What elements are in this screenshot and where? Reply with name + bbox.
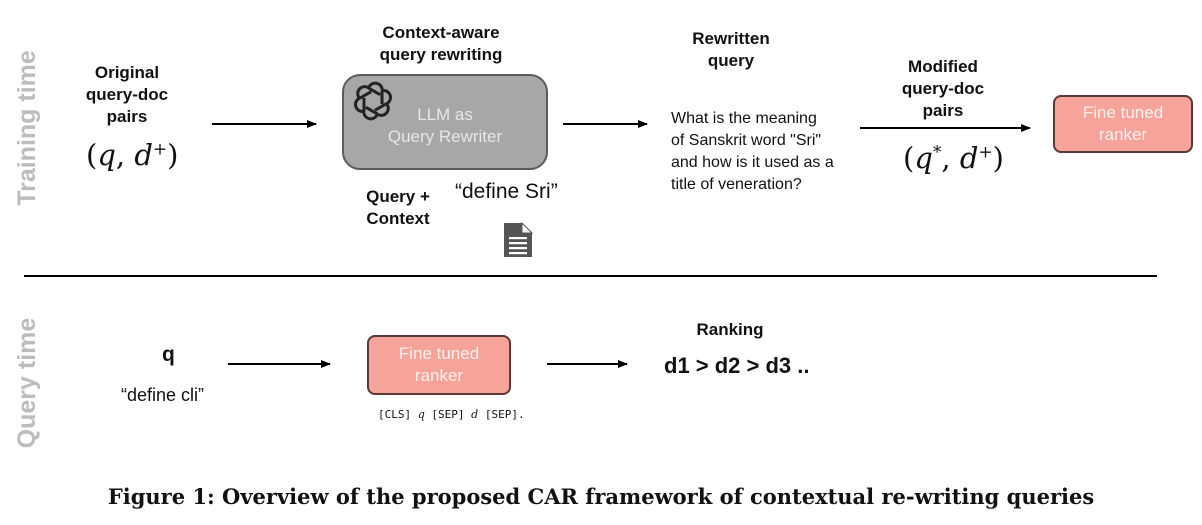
query-fine-tuned-ranker-box: Fine tuned ranker — [367, 335, 511, 395]
query-ranker-label: Fine tuned ranker — [398, 344, 480, 385]
llm-box-text: LLM as Query Rewriter — [344, 104, 546, 148]
rewritten-query-label: Rewritten query — [692, 29, 770, 70]
figure-caption: Figure 1: Overview of the proposed CAR f… — [107, 484, 1095, 509]
training-fine-tuned-ranker-box: Fine tuned ranker — [1053, 95, 1193, 153]
rewriting-label: Context-aware query rewriting — [379, 23, 503, 64]
openai-logo-icon — [354, 81, 392, 121]
llm-line-1: LLM as — [417, 105, 473, 124]
llm-query-rewriter-box: LLM as Query Rewriter — [342, 74, 548, 170]
document-icon — [504, 222, 533, 257]
query-context-label: Query + Context — [366, 187, 430, 228]
ranking-result: d1 > d2 > d3 .. — [664, 353, 810, 378]
modified-pairs-math: (q*, d+) — [903, 141, 1004, 175]
llm-line-2: Query Rewriter — [387, 127, 503, 146]
input-format-text: [CLS] q [SEP] d [SEP]. — [378, 408, 525, 421]
original-pairs-math: (q, d+) — [86, 138, 179, 172]
define-cli-text: “define cli” — [121, 385, 205, 405]
training-ranker-label: Fine tuned ranker — [1082, 103, 1164, 144]
query-q-label: q — [162, 343, 175, 366]
ranking-label: Ranking — [696, 320, 764, 339]
modified-pairs-label: Modified query-doc pairs — [901, 57, 985, 120]
define-sri-text: “define Sri” — [455, 180, 558, 203]
original-pairs-label: Original query-doc pairs — [85, 63, 169, 126]
